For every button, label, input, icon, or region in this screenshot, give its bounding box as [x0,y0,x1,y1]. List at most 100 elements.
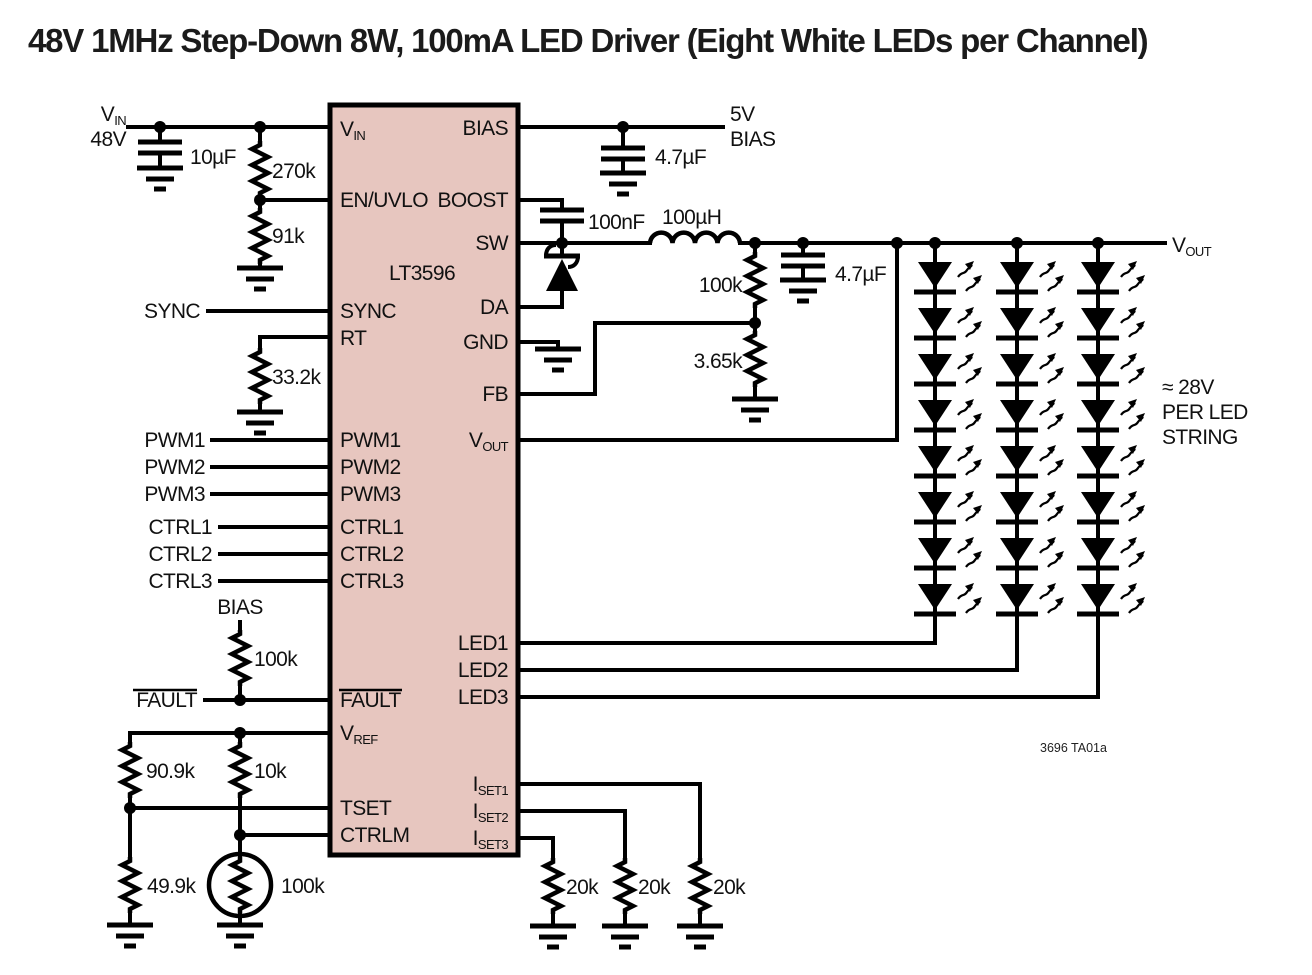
label-ctrl3: CTRL3 [148,570,212,593]
resistor-270k [252,141,268,197]
ground-20k-3 [530,926,576,947]
pin-vin: VIN [340,118,365,143]
ground-91k [237,268,283,289]
capacitor-100nf-boost [540,210,584,221]
value-ntc-100k: 100k [281,875,325,898]
ground-bias-cap [600,173,646,194]
pin-led3: LED3 [458,686,508,709]
led [996,491,1064,522]
ic-pin-labels: VIN EN/UVLO SYNC RT PWM1 PWM2 PWM3 CTRL1… [339,117,509,852]
led [914,307,982,338]
value-91k: 91k [272,225,305,248]
annotations: ≈ 28V PER LED STRING 3696 TA01a [1040,376,1249,755]
led [914,537,982,568]
led [996,445,1064,476]
pin-ctrl2: CTRL2 [340,543,404,566]
label-bias-pullup: BIAS [217,596,263,619]
pin-da: DA [480,296,509,319]
junction-dots [124,121,1104,841]
value-3k65: 3.65k [694,350,743,373]
value-4u7-out: 4.7µF [835,263,886,286]
label-sync: SYNC [144,300,200,323]
capacitor-4u7-bias [601,148,645,159]
net-iset [516,782,702,928]
ground-cout [780,280,826,301]
resistor-20k-iset2 [617,858,633,914]
value-49k9: 49.9k [147,875,196,898]
led [1077,491,1145,522]
ground-ntc [217,925,263,946]
thermistor-100k [232,857,248,913]
led [1077,445,1145,476]
capacitor-4u7-out [781,255,825,266]
led [1077,307,1145,338]
pin-pwm2: PWM2 [340,456,401,479]
resistor-10k [232,742,248,798]
value-100k-fb: 100k [699,274,743,297]
value-4u7-bias: 4.7µF [655,146,706,169]
ground-20k-1 [677,926,723,947]
led [1077,399,1145,430]
led-note-line1: ≈ 28V [1162,376,1214,399]
value-20k-1: 20k [713,876,746,899]
led [1077,583,1145,614]
schottky-diode [544,243,580,291]
label-ctrl1: CTRL1 [148,516,212,539]
led [914,261,982,292]
ic-lt3596-body [327,102,521,858]
value-33k2: 33.2k [272,366,321,389]
pin-gnd: GND [463,331,508,354]
resistor-100k-fault [232,630,248,686]
pin-led2: LED2 [458,659,508,682]
label-fault: FAULT [136,689,198,712]
pin-tset: TSET [340,797,392,820]
label-vin-voltage: 48V [90,128,126,151]
led [996,353,1064,384]
pin-boost: BOOST [437,189,508,212]
component-values: 10µF 270k 91k 33.2k 100k 90.9k 10k 49.9k… [146,146,887,899]
ic-name: LT3596 [389,262,455,285]
value-10uf: 10µF [190,146,236,169]
led-note-line2: PER LED [1162,401,1248,424]
pin-iset2: ISET2 [473,800,509,825]
led [914,399,982,430]
label-5v: 5V [730,103,755,126]
pin-pwm3: PWM3 [340,483,401,506]
ground-rt [237,412,283,433]
resistor-90k9 [122,742,138,798]
value-20k-3: 20k [566,876,599,899]
value-100uh: 100µH [662,206,721,229]
net-fb [516,321,757,396]
led [1077,261,1145,292]
label-vout: VOUT [1172,234,1212,259]
label-pwm3: PWM3 [144,483,205,506]
pin-pwm1: PWM1 [340,429,401,452]
resistor-3k65 [747,331,763,387]
led [914,353,982,384]
ground-cin [137,168,183,189]
capacitor-10uf [138,142,182,153]
label-ctrl2: CTRL2 [148,543,212,566]
pin-vref: VREF [340,722,378,747]
thermistor-circle [206,851,274,919]
ground-49k9 [107,925,153,946]
pin-fb: FB [482,383,508,406]
resistor-100k-fb [747,252,763,308]
net-sync-rt [206,309,332,414]
led [1077,353,1145,384]
resistor-20k-iset1 [692,858,708,914]
value-100k-fault: 100k [254,648,298,671]
value-10k: 10k [254,760,287,783]
led [996,261,1064,292]
led-note-line3: STRING [1162,426,1238,449]
pin-bias: BIAS [463,117,509,140]
label-pwm2: PWM2 [144,456,205,479]
ground-20k-2 [602,926,648,947]
label-vin: VIN [101,103,126,128]
ground-gnd-pin [535,349,581,370]
value-270k: 270k [272,160,316,183]
pin-iset1: ISET1 [473,773,509,798]
led [996,307,1064,338]
pin-sync: SYNC [340,300,396,323]
